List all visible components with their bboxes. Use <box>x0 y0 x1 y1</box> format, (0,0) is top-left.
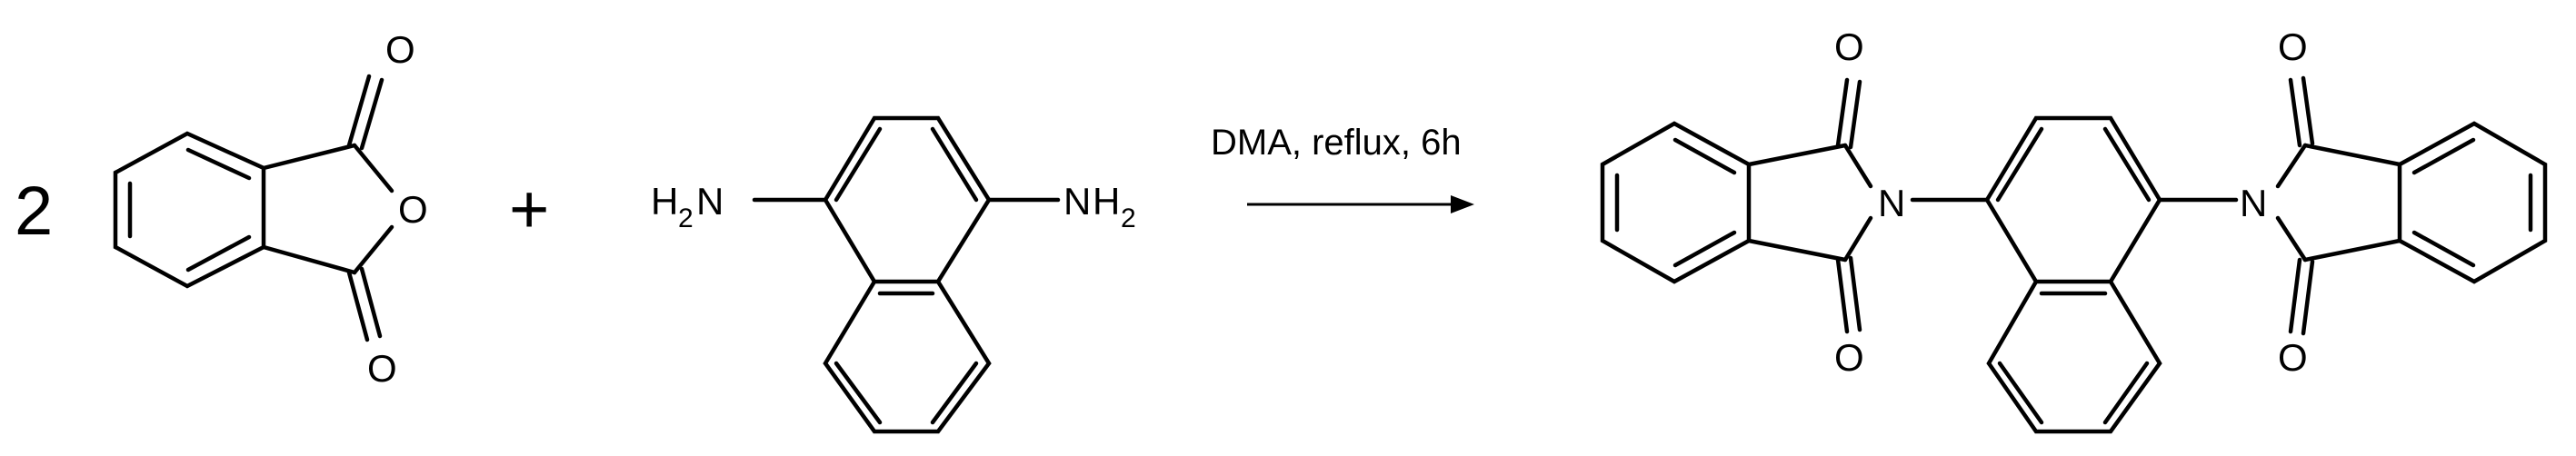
reactant1-carbonyl-oxygen-top: O <box>385 28 415 71</box>
diaminonaphthalene-structure <box>752 115 1061 434</box>
product-oxygen-right-top: O <box>2278 25 2308 68</box>
product-structure <box>1600 75 2548 434</box>
product-oxygen-right-bottom: O <box>2278 336 2308 379</box>
amine-left-hydrogen: H <box>651 180 678 223</box>
amine-right-hydrogen: H <box>1093 180 1120 223</box>
product-oxygen-left-top: O <box>1834 25 1864 68</box>
reactant1-ring-oxygen: O <box>398 188 428 231</box>
amine-right-subscript: 2 <box>1121 203 1136 233</box>
product-nitrogen-right: N <box>2240 182 2267 224</box>
stoichiometric-coefficient: 2 <box>15 173 53 250</box>
amine-left-subscript: 2 <box>678 203 694 233</box>
reactant1-carbonyl-oxygen-bottom: O <box>367 347 397 390</box>
amine-right-nitrogen: N <box>1063 180 1091 223</box>
product-nitrogen-left: N <box>1878 182 1905 224</box>
amine-left-nitrogen: N <box>696 180 724 223</box>
phthalic-anhydride-structure <box>113 74 394 342</box>
reaction-arrow <box>1247 195 1474 213</box>
product-oxygen-left-bottom: O <box>1834 336 1864 379</box>
plus-sign: + <box>509 171 549 248</box>
reaction-conditions: DMA, reflux, 6h <box>1211 123 1462 163</box>
